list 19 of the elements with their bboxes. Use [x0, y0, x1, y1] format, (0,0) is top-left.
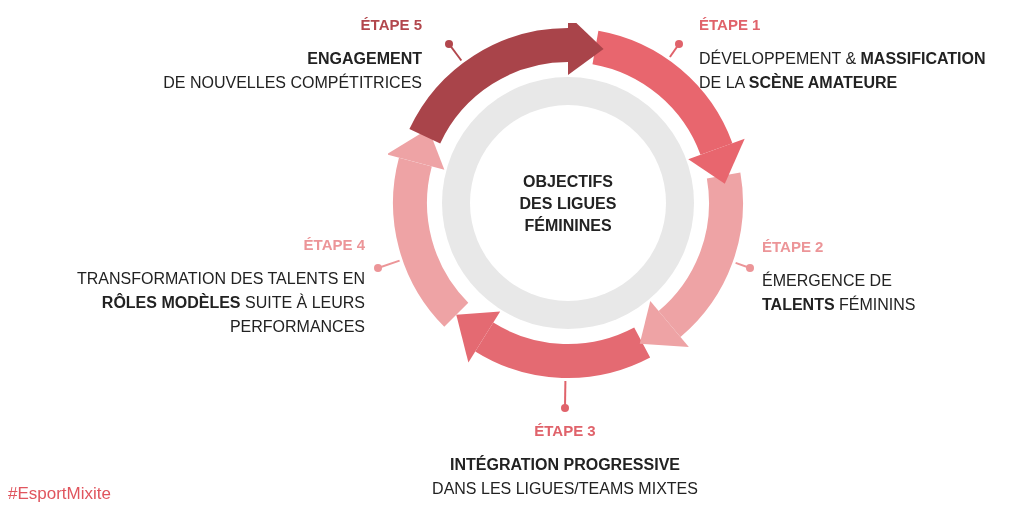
step-label: ÉTAPE 1: [699, 16, 762, 33]
step-heading: INTÉGRATION PROGRESSIVE: [449, 454, 681, 475]
leader-line: [374, 259, 401, 272]
center-title: OBJECTIFS DES LIGUES FÉMININES: [518, 172, 618, 236]
step-label: ÉTAPE 4: [302, 236, 365, 253]
step-label: ÉTAPE 3: [533, 422, 597, 439]
leader-line: [734, 261, 754, 272]
hashtag-text: #EsportMixite: [8, 484, 111, 504]
step-description: DANS LES LIGUES/TEAMS MIXTES: [431, 479, 699, 499]
step-description: ÉMERGENCE DE TALENTS FÉMININS: [762, 270, 917, 315]
leader-line: [561, 380, 569, 412]
step-label: ÉTAPE 5: [359, 16, 422, 33]
step-description: DE NOUVELLES COMPÉTITRICES: [162, 72, 422, 93]
step-label: ÉTAPE 2: [762, 238, 825, 255]
leader-line: [445, 40, 463, 62]
leader-line: [668, 40, 683, 59]
step-heading: ENGAGEMENT: [306, 49, 422, 69]
step-description: TRANSFORMATION DES TALENTS EN RÔLES MODÈLES SUITE À LEURS PERFORMANCES: [75, 269, 365, 337]
step-description: DÉVELOPPEMENT & MASSIFICATION DE LA SCÈNE AMATEURE: [699, 48, 987, 93]
